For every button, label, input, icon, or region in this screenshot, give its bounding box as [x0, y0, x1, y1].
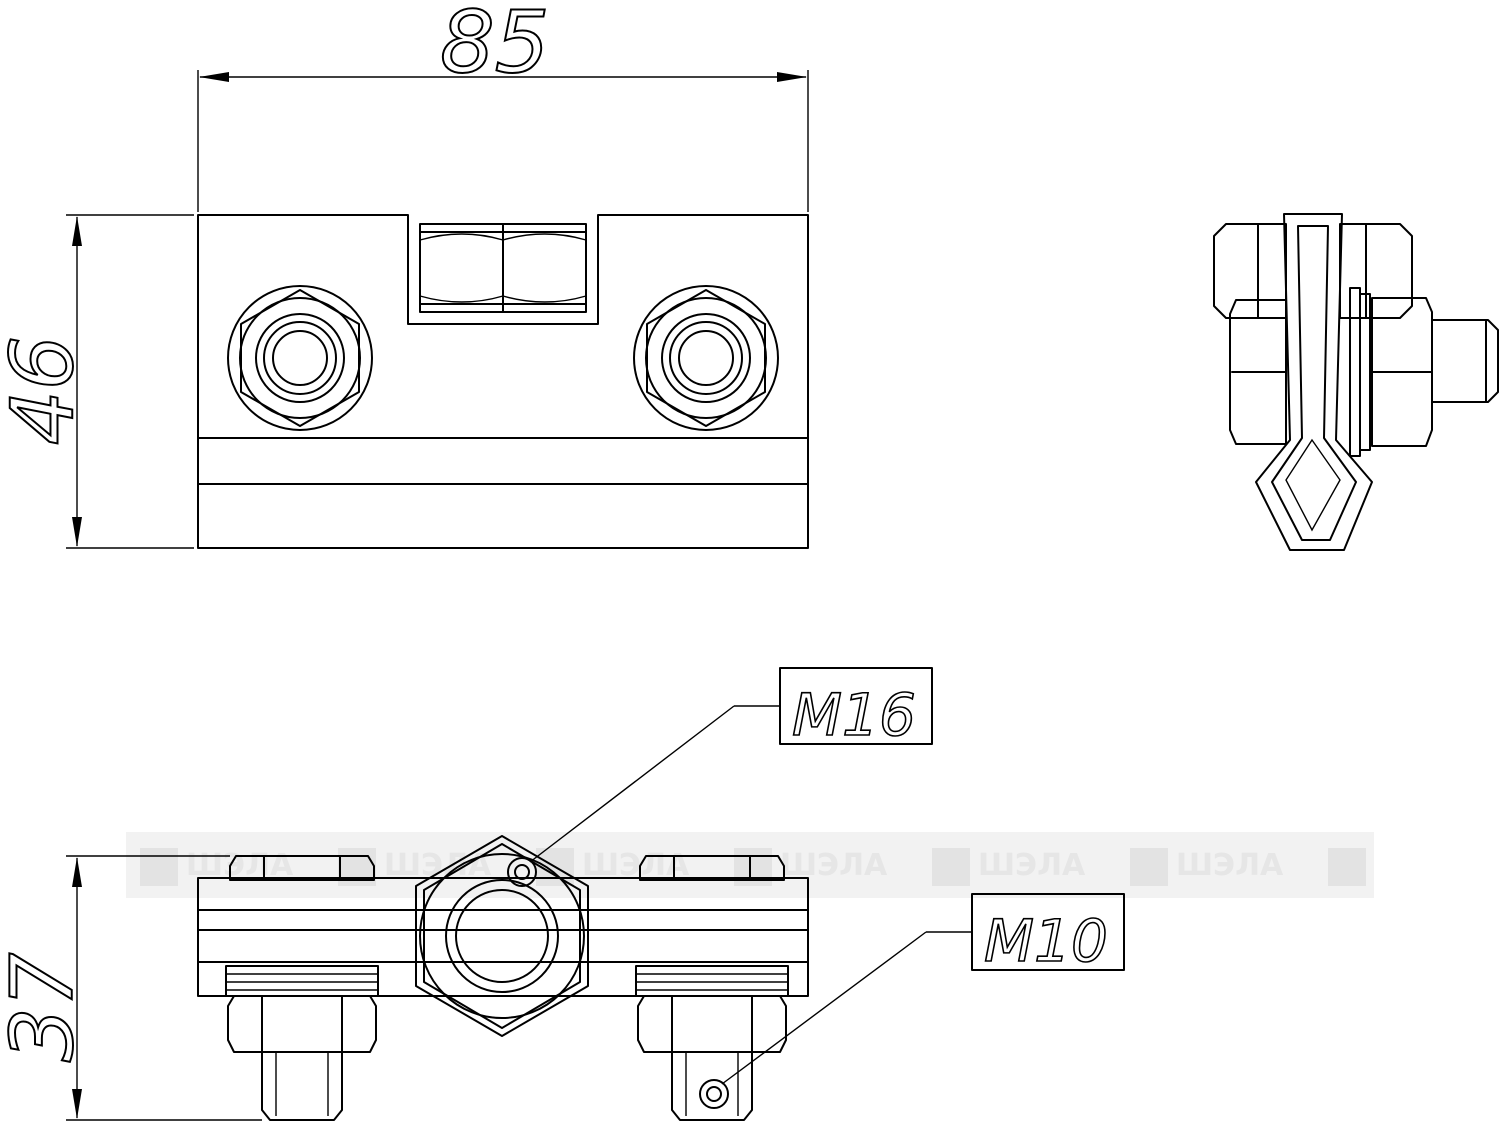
right-bolt-head	[633, 285, 779, 431]
left-bolt-head	[227, 285, 373, 431]
height-label-top: 46	[0, 336, 93, 445]
callout-m10: M10	[721, 893, 1125, 1085]
width-dimension: 85	[197, 0, 809, 212]
side-view	[1213, 213, 1499, 551]
width-label: 85	[440, 0, 549, 93]
watermark: ШЭЛА ШЭЛА ШЭЛА ШЭЛА ШЭЛА ШЭЛА	[126, 832, 1374, 898]
callout-m16: M16	[529, 667, 933, 863]
height-dimension-top: 46	[0, 214, 194, 549]
center-hex-nut	[415, 835, 589, 1037]
top-nut	[419, 223, 587, 313]
callout-label-m10: M10	[984, 907, 1108, 975]
watermark-text: ШЭЛА	[978, 848, 1086, 883]
callout-label-m16: M16	[792, 681, 916, 749]
clamp-body	[197, 214, 809, 549]
front-view: 85 46	[0, 0, 809, 549]
height-label-bottom: 37	[0, 953, 93, 1062]
watermark-text: ШЭЛА	[1176, 848, 1284, 883]
bottom-view: 37	[0, 835, 809, 1121]
height-dimension-bottom: 37	[0, 855, 262, 1121]
